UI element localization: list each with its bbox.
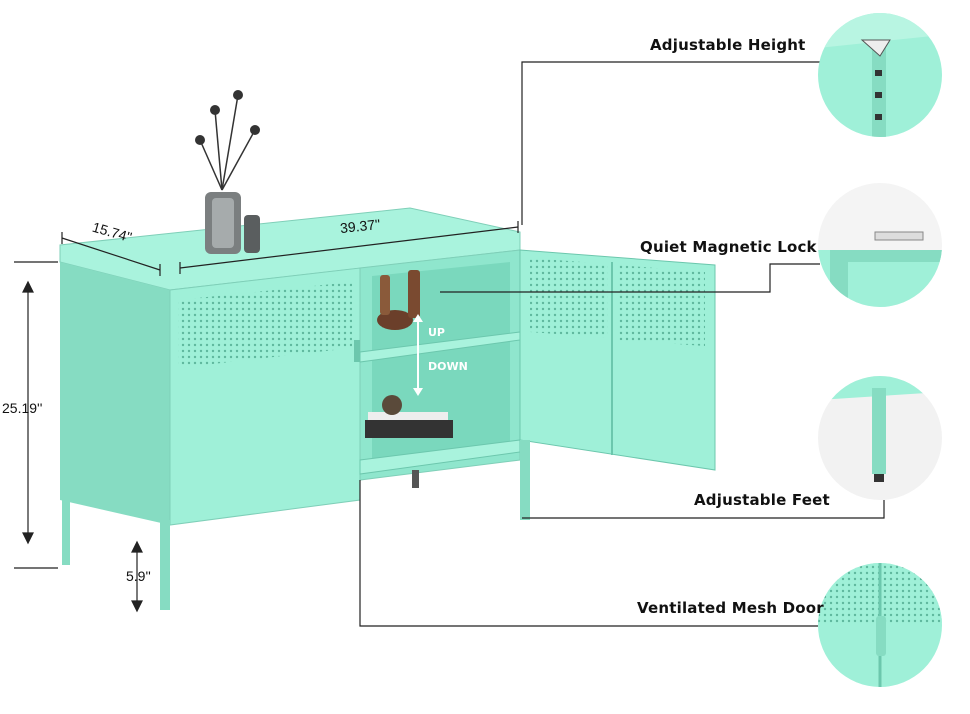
detail-adjustable-height	[818, 13, 942, 137]
leg-front-left	[160, 520, 170, 610]
right-door-mesh-a	[530, 258, 608, 338]
feature-label-mesh-door: Ventilated Mesh Door	[637, 599, 824, 617]
callout-lines	[359, 61, 885, 627]
leg-right	[520, 440, 530, 520]
vase-decor	[195, 90, 260, 254]
door-handle	[354, 340, 360, 362]
right-door-mesh-b	[618, 265, 705, 346]
leg-back-left	[62, 495, 70, 565]
feature-label-adjustable-height: Adjustable Height	[650, 36, 806, 54]
feature-label-adjustable-feet: Adjustable Feet	[694, 491, 830, 509]
shelf-decor	[365, 270, 453, 438]
leg-height-dimension: 5.9''	[126, 568, 151, 584]
shelf-adjust-arrow	[413, 314, 423, 396]
detail-adjustable-feet	[818, 376, 942, 500]
dimension-lines	[14, 221, 519, 613]
left-door-mesh	[178, 282, 352, 368]
arrow-up-label: UP	[428, 326, 445, 339]
detail-magnetic-lock	[818, 183, 942, 307]
cabinet-left-side	[60, 262, 170, 525]
feature-label-magnetic-lock: Quiet Magnetic Lock	[640, 238, 817, 256]
detail-mesh-door	[818, 563, 942, 687]
leg-mid	[412, 470, 419, 488]
height-dimension: 25.19''	[2, 400, 43, 416]
arrow-down-label: DOWN	[428, 360, 468, 373]
